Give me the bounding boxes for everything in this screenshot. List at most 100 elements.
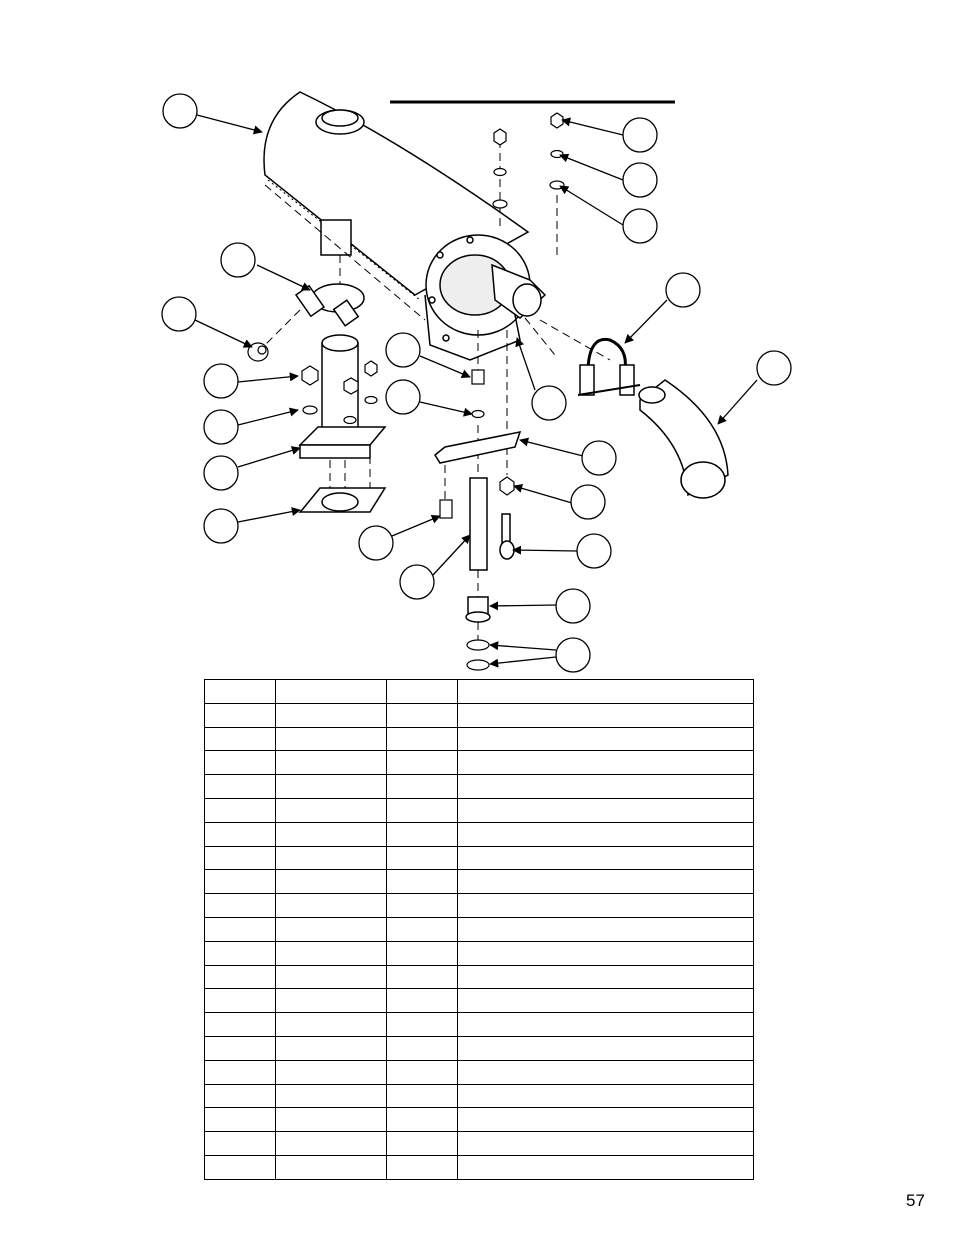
exhaust-clamp [294,283,365,327]
mounting-strap [434,431,522,464]
table-cell [204,1012,276,1037]
callout-circle [385,332,421,368]
table-cell [275,797,387,823]
table-cell [204,774,276,799]
u-bolt-clamp [577,337,641,396]
table-cell [457,1107,754,1133]
table-cell [457,679,754,704]
table-cell [204,797,276,823]
callout-circle [570,484,606,520]
parts-table [204,679,754,1180]
table-cell [275,821,387,847]
table-cell [457,988,754,1014]
table-cell [275,964,387,990]
table-cell [457,702,754,728]
table-cell [386,988,458,1014]
table-cell [204,916,276,942]
table-cell [457,916,754,942]
table-cell [204,1154,276,1180]
table-cell [204,1131,276,1156]
callout-circle [531,385,567,421]
table-cell [204,845,276,871]
table-row [204,750,754,776]
table-cell [386,774,458,799]
table-cell [275,1012,387,1037]
rubber-isolator [465,596,491,623]
table-cell [457,845,754,871]
callout-circle [203,508,239,544]
table-cell [457,1035,754,1061]
table-cell [386,940,458,966]
callout-circle [622,208,658,244]
table-row [204,821,754,847]
callout-circle [162,93,198,129]
table-cell [386,821,458,847]
table-cell [204,988,276,1014]
eye-bolt [499,513,515,560]
callout-circle [399,564,435,600]
table-row [204,1083,754,1109]
callout-circle [358,525,394,561]
callout-circle [161,296,197,332]
table-cell [386,1107,458,1133]
table-cell [457,1083,754,1109]
table-cell [457,774,754,799]
table-cell [275,1154,387,1180]
callout-circle [203,363,239,399]
callout-circle [622,162,658,198]
callout-circle [576,533,612,569]
table-row [204,1131,754,1156]
table-row [204,988,754,1014]
callout-circle [622,117,658,153]
table-cell [275,845,387,871]
table-cell [386,750,458,776]
callout-circle [555,588,591,624]
table-cell [386,702,458,728]
table-cell [275,702,387,728]
callout-circle [220,242,256,278]
callout-circle [665,272,701,308]
table-cell [457,797,754,823]
table-cell [386,726,458,752]
table-cell [275,774,387,799]
table-cell [275,1083,387,1109]
table-cell [457,1131,754,1156]
table-cell [457,1154,754,1180]
exploded-parts-diagram [161,91,792,673]
table-row [204,964,754,990]
table-cell [204,893,276,918]
table-cell [275,1107,387,1133]
table-cell [204,821,276,847]
table-row [204,702,754,728]
table-cell [204,679,276,704]
table-row [204,940,754,966]
table-cell [457,869,754,895]
muffler-body [263,91,547,361]
table-cell [386,679,458,704]
table-row [204,797,754,823]
table-cell [457,893,754,918]
table-cell [204,702,276,728]
table-cell [386,916,458,942]
callout-circle [756,350,792,386]
table-cell [275,1059,387,1085]
table-cell [204,1107,276,1133]
exhaust-elbow [638,379,729,499]
table-cell [204,726,276,752]
table-cell [204,869,276,895]
table-cell [386,1083,458,1109]
table-row [204,893,754,918]
callout-circle [385,379,421,415]
table-cell [275,726,387,752]
table-cell [204,750,276,776]
table-cell [386,1154,458,1180]
table-cell [386,964,458,990]
wing-nut [247,342,269,362]
table-row [204,845,754,871]
table-row [204,1154,754,1180]
small-fasteners [301,112,565,671]
table-cell [204,1083,276,1109]
table-cell [386,797,458,823]
table-row [204,1035,754,1061]
table-cell [457,821,754,847]
